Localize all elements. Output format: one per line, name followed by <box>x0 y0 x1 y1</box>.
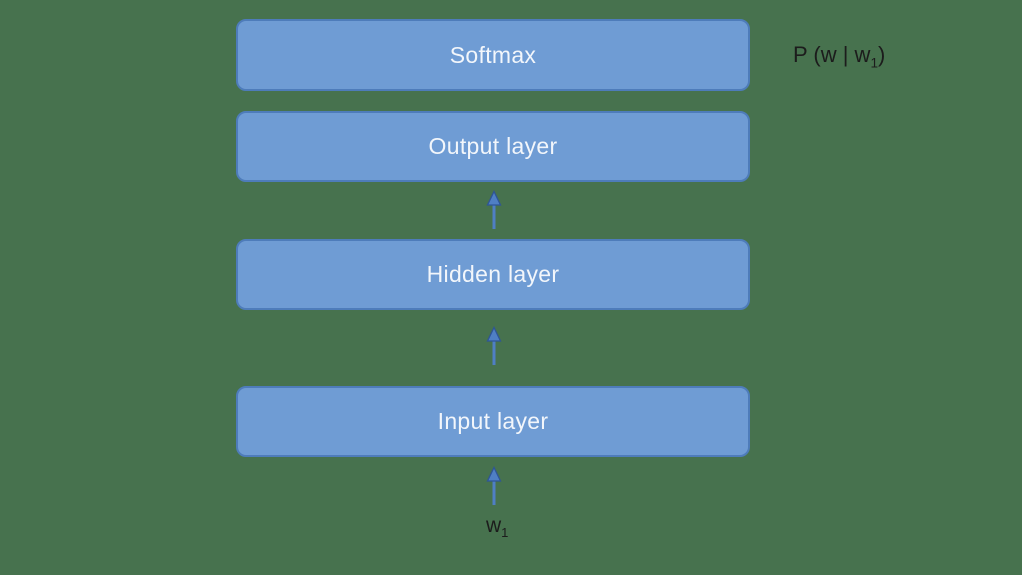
arrow-head <box>486 190 502 206</box>
probability-label-prefix: P (w | w <box>793 42 871 67</box>
input-word-label-main: w <box>486 514 502 537</box>
softmax-box: Softmax <box>236 19 750 91</box>
hidden-layer-label: Hidden layer <box>426 261 560 287</box>
probability-label-subscript: 1 <box>870 55 879 71</box>
up-arrow-icon <box>486 190 502 229</box>
input-word-label-subscript: 1 <box>501 525 509 541</box>
input-layer-label: Input layer <box>437 408 549 434</box>
probability-label-suffix: ) <box>878 42 886 67</box>
hidden-layer-box: Hidden layer <box>236 239 750 310</box>
arrow-head <box>486 326 502 342</box>
probability-label: P (w | w1) <box>793 42 886 71</box>
input-word-label: w1 <box>486 514 509 541</box>
input-layer-box: Input layer <box>236 386 750 457</box>
up-arrow-icon <box>486 326 502 365</box>
output-layer-label: Output layer <box>428 133 558 159</box>
output-layer-box: Output layer <box>236 111 750 182</box>
arrow-head <box>486 466 502 482</box>
up-arrow-icon <box>486 466 502 505</box>
softmax-label: Softmax <box>449 41 537 68</box>
